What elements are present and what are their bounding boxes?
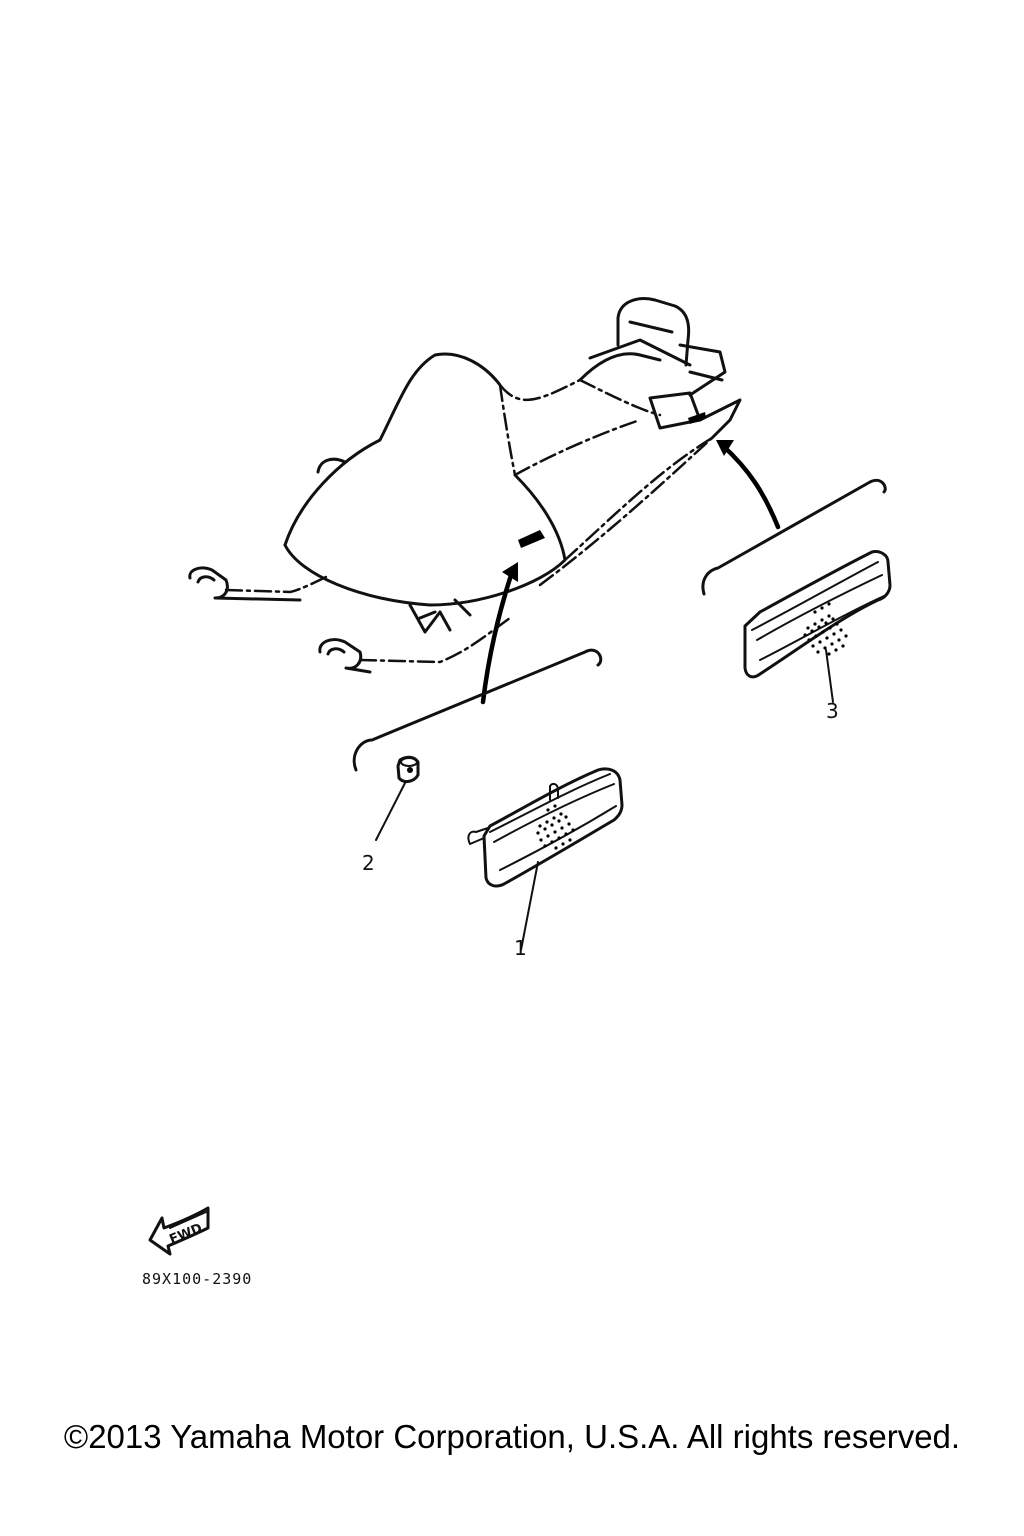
front-reflector-part — [467, 767, 624, 951]
rear-reflector-part — [743, 550, 892, 703]
lower-group-bracket — [352, 648, 603, 772]
rear-reflector-arrow — [716, 440, 781, 530]
nut-part — [375, 755, 420, 841]
upper-group-bracket — [701, 478, 887, 596]
reflector-dot-pattern-front — [536, 804, 575, 850]
callout-3: 3 — [826, 699, 839, 723]
callout-1: 1 — [514, 936, 527, 960]
callout-2: 2 — [362, 851, 375, 875]
fwd-arrow-icon: FWD — [148, 1206, 210, 1256]
front-reflector-arrow — [480, 562, 518, 705]
reflector-dot-pattern — [803, 602, 848, 656]
diagram-code: 89X100-2390 — [142, 1270, 253, 1288]
snowmobile-illustration — [188, 297, 742, 674]
copyright-text: ©2013 Yamaha Motor Corporation, U.S.A. A… — [63, 1418, 961, 1455]
